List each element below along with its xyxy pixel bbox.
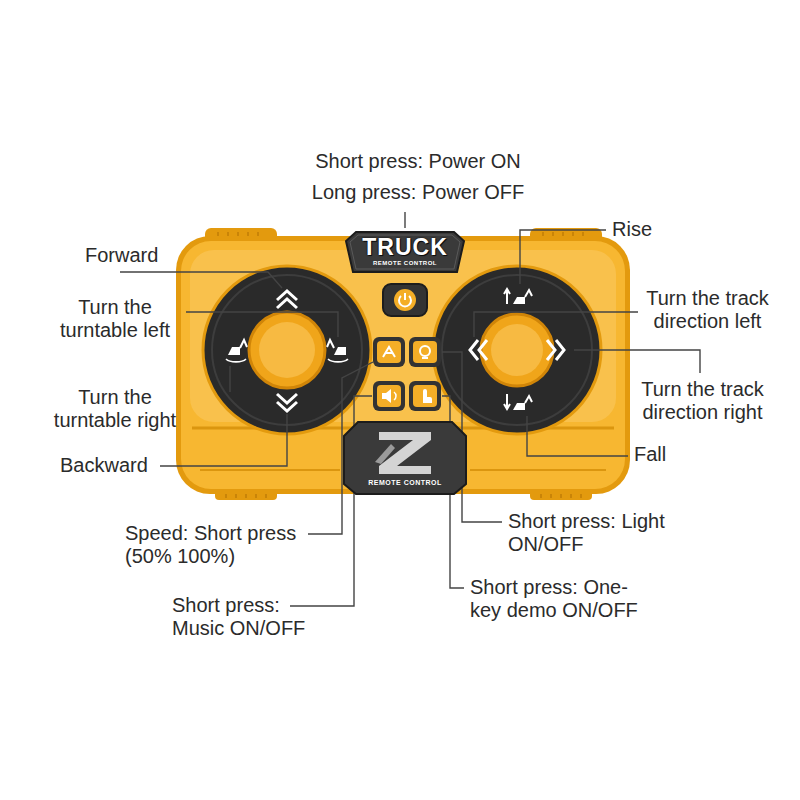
callout-label: Short press: One-key demo ON/OFF [470, 576, 640, 622]
callout-label: Turn the turntable right [40, 386, 190, 432]
power-symbol [399, 293, 411, 306]
button-bezel [373, 381, 405, 411]
track-left-arrow [470, 340, 487, 360]
forward-arrow [277, 291, 297, 308]
leader-line [404, 212, 405, 228]
direction-pad [203, 266, 371, 434]
music-button [373, 381, 405, 411]
leader-line [520, 230, 606, 284]
demo-button [409, 381, 441, 411]
leader-line [574, 350, 700, 373]
button-cap [377, 385, 401, 407]
rotate-arc [328, 359, 348, 362]
power-button [394, 289, 416, 311]
pad-ring [442, 275, 592, 425]
speed-button [373, 337, 405, 367]
button-bezel [409, 381, 441, 411]
logo-badge: REMOTE CONTROL [344, 422, 466, 494]
cab-shape [513, 297, 525, 304]
leader-line [229, 366, 230, 392]
leader-lines [120, 212, 700, 606]
rise-icon [504, 289, 532, 304]
button-cap [413, 385, 437, 407]
joystick [249, 312, 325, 388]
button-cap [377, 341, 401, 363]
down-arrow [504, 394, 510, 409]
arm-shape [525, 290, 532, 297]
arm-shape [240, 340, 247, 348]
light-button [409, 337, 441, 367]
badge-shape [346, 232, 464, 272]
arm-shape [327, 340, 334, 348]
power-bezel [383, 284, 427, 316]
button-bezel [409, 337, 441, 367]
pad-ring [212, 275, 362, 425]
bulb-base [422, 357, 428, 359]
cab-shape [334, 347, 346, 355]
leader-line [160, 414, 287, 466]
turntable-left-icon [327, 340, 348, 362]
callout-label: Turn the turntable left [40, 296, 190, 342]
speaker-symbol [382, 389, 391, 403]
callout-label: Turn the track direction right [615, 378, 790, 424]
callout-label: Speed: Short press (50% 100%) [125, 522, 315, 568]
up-arrow [504, 289, 510, 304]
badge-bevel [350, 235, 460, 269]
speed-symbol [383, 347, 395, 357]
button-bezel [373, 337, 405, 367]
callout-label: Forward [85, 244, 195, 267]
z-logo-slash [375, 444, 395, 464]
remote-body-outline [176, 236, 630, 494]
callout-label: Long press: Power OFF [268, 181, 568, 204]
rotate-arc [226, 359, 246, 362]
cab-shape [513, 403, 525, 410]
badge-title: TRUCK [362, 235, 448, 259]
callout-label: Fall [634, 443, 724, 466]
arm-shape [525, 396, 532, 403]
sound-wave [394, 392, 396, 400]
leader-line [474, 312, 638, 337]
callout-label: Short press: Light ON/OFF [508, 510, 668, 556]
callout-label: Turn the track direction left [625, 287, 790, 333]
badge-subtitle: REMOTE CONTROL [362, 259, 448, 267]
callout-label: Backward [60, 454, 180, 477]
cab-shape [228, 347, 240, 355]
callout-label: Rise [612, 218, 702, 241]
leader-line [527, 416, 628, 456]
turntable-right-icon [226, 340, 247, 362]
brand-badge: TRUCKREMOTE CONTROL [346, 232, 464, 272]
leader-line [186, 312, 338, 337]
track-right-arrow [547, 340, 564, 360]
button-cap [413, 341, 437, 363]
leader-line [120, 272, 282, 288]
fall-icon [504, 394, 532, 410]
joystick [481, 314, 553, 386]
joystick-cap [491, 324, 543, 376]
remote-body [181, 241, 625, 489]
badge-shape [344, 422, 466, 494]
joystick-cap [259, 322, 315, 378]
callout-label: Short press: Power ON [268, 150, 568, 173]
bulb-symbol [420, 346, 430, 356]
backward-arrow [277, 394, 297, 411]
callout-label: Short press: Music ON/OFF [172, 594, 332, 640]
hand-symbol [423, 389, 432, 403]
badge-title: REMOTE CONTROL [356, 478, 454, 487]
